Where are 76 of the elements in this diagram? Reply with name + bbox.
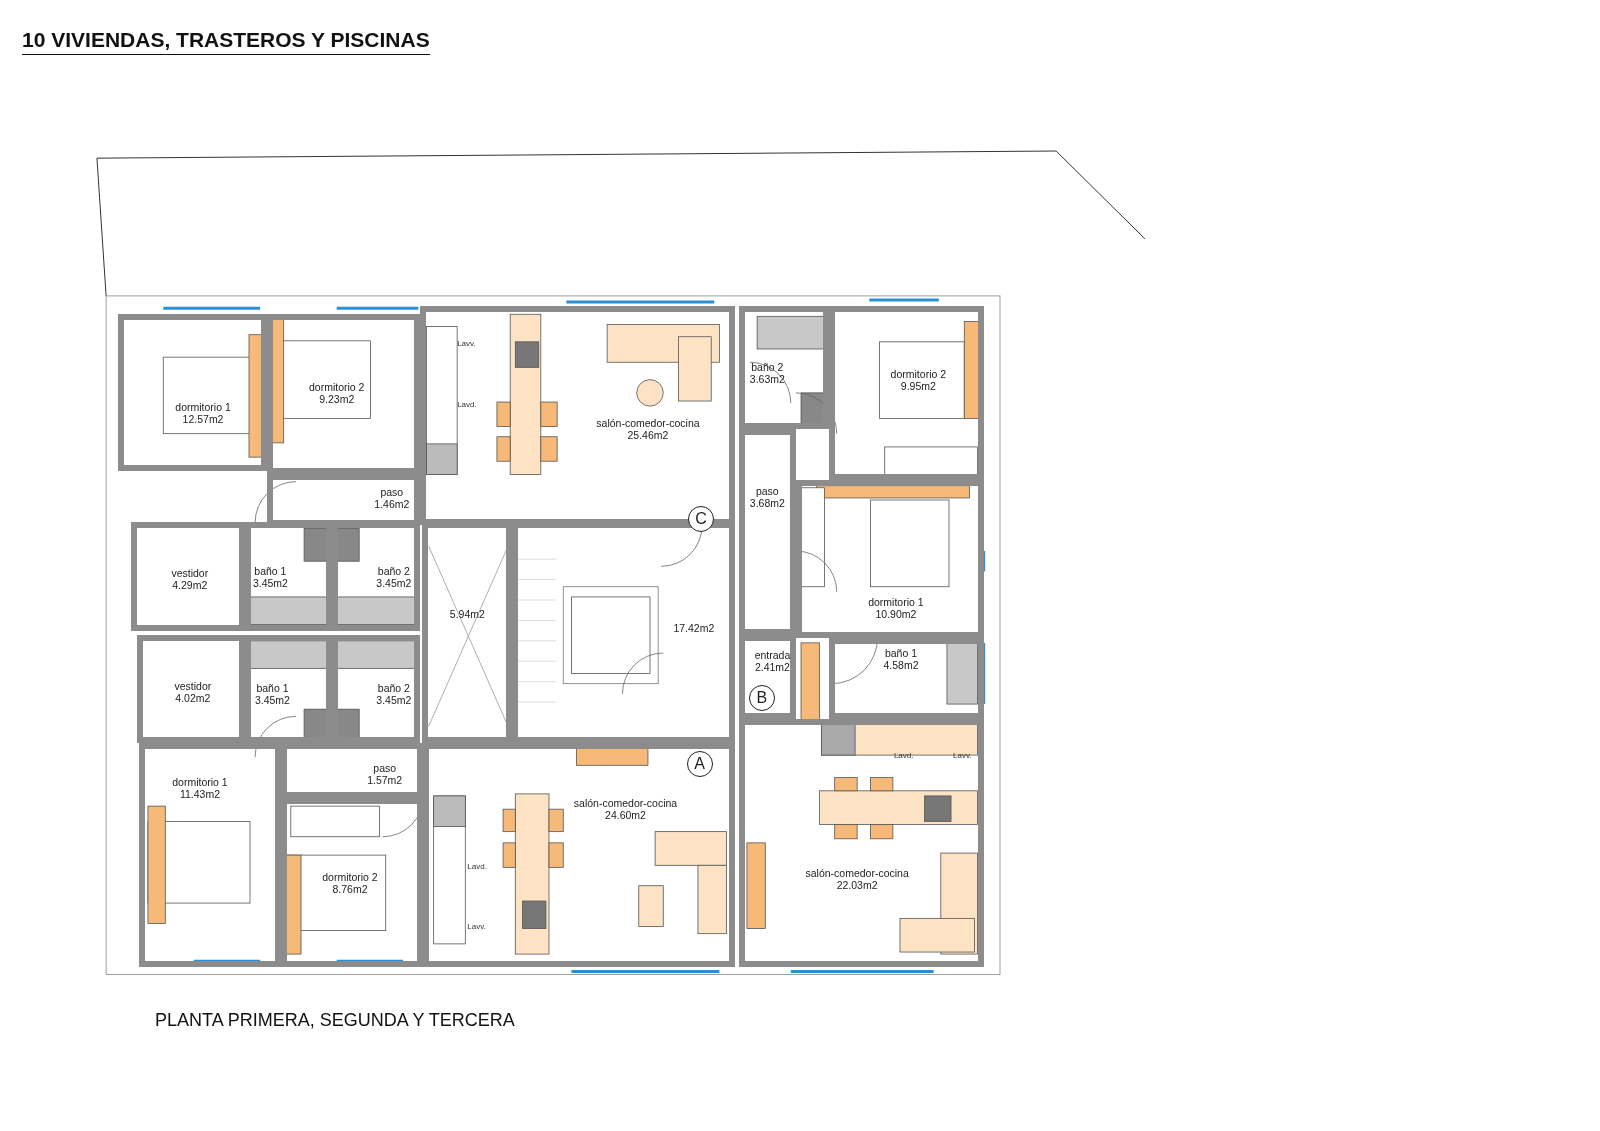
room-area: 24.60m2 [573,809,678,822]
room-area: 12.57m2 [175,413,231,426]
room-area: 3.45m2 [376,693,412,706]
room-name: dormitorio 1 [172,775,228,788]
room [244,522,332,631]
appliance-label: Lavv. [457,338,476,348]
room [118,314,268,472]
room-name: vestidor [174,679,212,692]
room-name: paso [379,485,405,498]
room-area: 9.23m2 [309,392,365,405]
room-name: dormitorio 2 [322,870,378,883]
room-area: 8.76m2 [322,882,378,895]
appliance-label: Lavd. [893,751,914,760]
room-name: baño 2 [376,564,411,577]
room-name: vestidor [171,566,209,579]
room-area: 25.46m2 [596,428,700,441]
room-name: baño 1 [883,647,919,660]
room [512,522,735,743]
room-name: paso [372,762,398,775]
room [738,719,984,968]
room-name: baño 2 [376,681,411,694]
room-area: 3.63m2 [749,373,785,386]
room [280,742,424,798]
door-marker: B [748,685,775,712]
room [738,306,829,429]
room [280,797,424,968]
room [138,742,281,968]
door-marker: A [686,750,713,777]
room-area: 1.57m2 [367,774,403,787]
room-area: 9.95m2 [890,379,947,392]
room-area: 4.58m2 [883,659,919,672]
room [136,634,245,743]
room [244,634,332,743]
room-area: 11.43m2 [172,787,228,800]
room-area: 17.42m2 [673,621,715,634]
room-name: baño 1 [253,564,288,577]
room-name: salón-comedor-cocina [596,416,700,429]
room [423,742,735,968]
room-area: 4.29m2 [171,578,209,591]
room-name: dormitorio 1 [868,596,924,609]
room [420,306,735,526]
room-name: baño 1 [255,681,290,694]
room [331,634,421,743]
room-name: dormitorio 1 [175,401,231,414]
room-area: 1.46m2 [374,497,410,510]
room [738,428,796,635]
appliance-label: Lavv. [953,751,972,760]
room-area: 3.68m2 [749,496,785,509]
room-area: 3.45m2 [254,693,290,706]
door-marker: C [688,506,714,533]
room-name: baño 2 [750,361,785,374]
room-area: 10.90m2 [868,608,924,621]
room-name: entrada [754,649,791,662]
room [795,479,984,638]
room-name: salón-comedor-cocina [805,866,909,879]
room-area: 2.41m2 [754,661,791,674]
room-area: 3.45m2 [252,576,288,589]
appliance-label: Lavv. [467,922,486,932]
room-area: 5.94m2 [449,608,485,621]
room-area: 3.45m2 [376,576,412,589]
appliance-label: Lavd. [467,862,487,872]
room-name: salón-comedor-cocina [573,797,678,810]
room-name: paso [754,484,780,497]
room-name: dormitorio 2 [309,380,365,393]
room [828,306,984,480]
room [738,634,796,720]
room-area: 22.03m2 [805,878,909,891]
room [422,522,513,743]
plan-caption: PLANTA PRIMERA, SEGUNDA Y TERCERA [155,1010,515,1031]
room [267,314,421,475]
room-name: dormitorio 2 [890,367,947,380]
room-area: 4.02m2 [174,691,212,704]
appliance-label: Lavd. [457,400,477,409]
room [828,637,984,720]
room [130,522,245,631]
plan-title: 10 VIVIENDAS, TRASTEROS Y PISCINAS [22,28,430,55]
